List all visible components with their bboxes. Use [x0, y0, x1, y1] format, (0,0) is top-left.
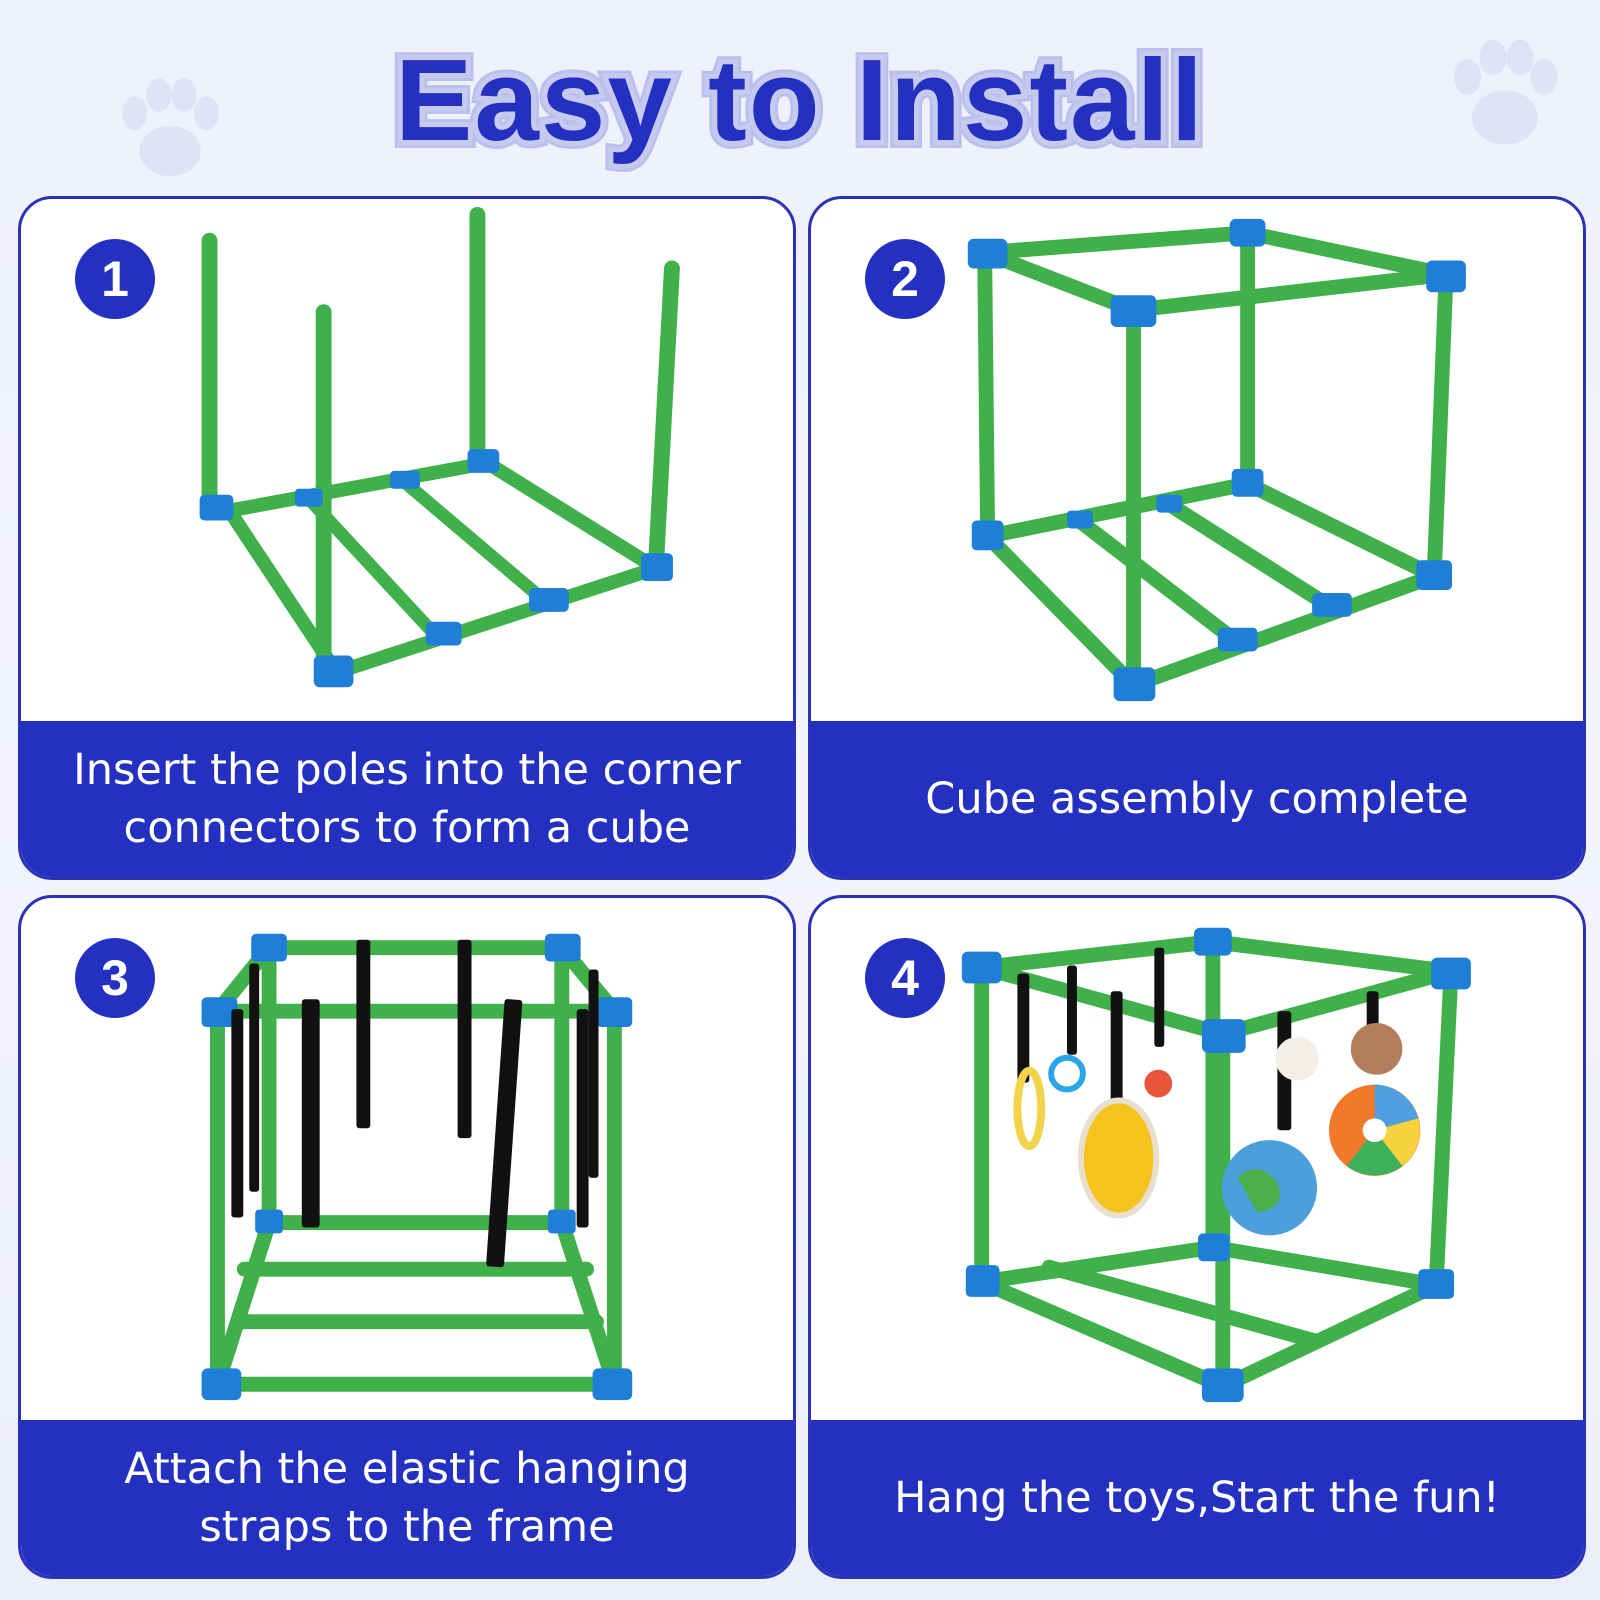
step-caption-line: Cube assembly complete — [925, 774, 1469, 824]
step-caption: Attach the elastic hanging straps to the… — [21, 1420, 793, 1576]
paw-print-decoration-icon — [122, 78, 219, 177]
frame-base-with-poles-illustration — [199, 206, 680, 688]
cube-with-hanging-toys-illustration — [961, 927, 1471, 1403]
step-caption: Hang the toys,Start the fun! — [811, 1420, 1583, 1576]
step-caption-line: Hang the toys,Start the fun! — [894, 1473, 1500, 1523]
step-caption-line: Insert the poles into the corner — [73, 745, 741, 795]
step-caption-line: straps to the frame — [199, 1502, 615, 1552]
step-number-badge: 2 — [865, 239, 945, 319]
step-number-badge: 4 — [865, 938, 945, 1018]
page-title-outline: Easy to Install — [395, 35, 1205, 165]
step-number-badge: 1 — [75, 239, 155, 319]
cube-with-straps-illustration — [201, 933, 633, 1401]
step-number-badge: 3 — [75, 938, 155, 1018]
step-caption-line: connectors to form a cube — [123, 803, 691, 853]
paw-print-decoration-icon — [1454, 39, 1558, 145]
assembled-cube-illustration — [967, 218, 1466, 702]
step-caption-line: Attach the elastic hanging — [124, 1444, 690, 1494]
page-title-text: Easy to Install — [395, 35, 1205, 165]
step-caption: Insert the poles into the corner connect… — [21, 721, 793, 877]
step-card-4: 4 Hang the toys,Start the fun! — [808, 895, 1586, 1579]
step-card-1: 1 Insert the poles into the corner conne… — [18, 196, 796, 880]
step-caption: Cube assembly complete — [811, 721, 1583, 877]
step-card-2: 2 Cube assembly complete — [808, 196, 1586, 880]
step-card-3: 3 Attach the elastic hanging straps to t… — [18, 895, 796, 1579]
page-title: Easy to Install Easy to Install — [387, 30, 1211, 173]
